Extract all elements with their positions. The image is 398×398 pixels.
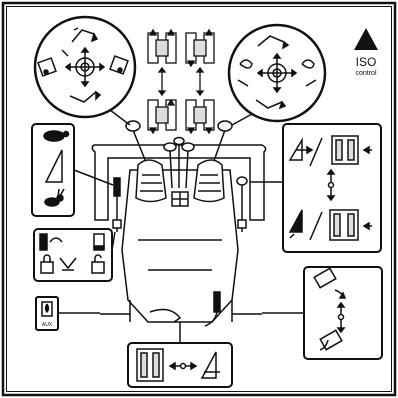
left-joystick-pattern-callout — [33, 15, 137, 126]
control-label: control — [355, 70, 376, 77]
blade-lever — [236, 176, 248, 232]
rabbit-icon — [44, 188, 65, 207]
aux-label: AUX — [42, 322, 53, 328]
travel-blade-panel — [127, 322, 233, 388]
left-joystick — [125, 120, 167, 203]
right-joystick — [193, 120, 233, 203]
excavator-bucket-icon — [69, 90, 102, 103]
crawler-track-icon-2 — [185, 28, 215, 68]
decal-inner-border — [6, 6, 392, 392]
aux-pedal — [100, 291, 262, 327]
warning-symbol: ! — [364, 36, 368, 50]
excavator-boom-icon — [71, 29, 99, 43]
unlock-icon — [91, 254, 105, 274]
travel-direction-block — [147, 28, 215, 135]
machine-body — [91, 144, 267, 323]
aux-panel: AUX — [35, 296, 100, 331]
throttle-lever — [112, 177, 122, 232]
iso-warning-block: ! ISO control — [354, 28, 378, 77]
hydraulic-lock-panel — [33, 228, 116, 282]
turtle-icon — [43, 130, 70, 142]
swing-left-icon — [37, 57, 57, 77]
blade-control-panel — [250, 123, 382, 253]
iso-label: ISO — [356, 55, 377, 69]
dozer-blade-icon — [288, 137, 314, 161]
swing-right-icon — [109, 55, 129, 75]
boom-swing-panel — [262, 266, 383, 360]
right-joystick-pattern-callout — [227, 23, 327, 126]
crawler-track-icon — [147, 28, 177, 64]
warning-triangle-icon — [354, 28, 378, 50]
travel-levers — [163, 136, 195, 189]
lock-icon — [40, 254, 54, 274]
throttle-speed-panel — [31, 123, 114, 217]
